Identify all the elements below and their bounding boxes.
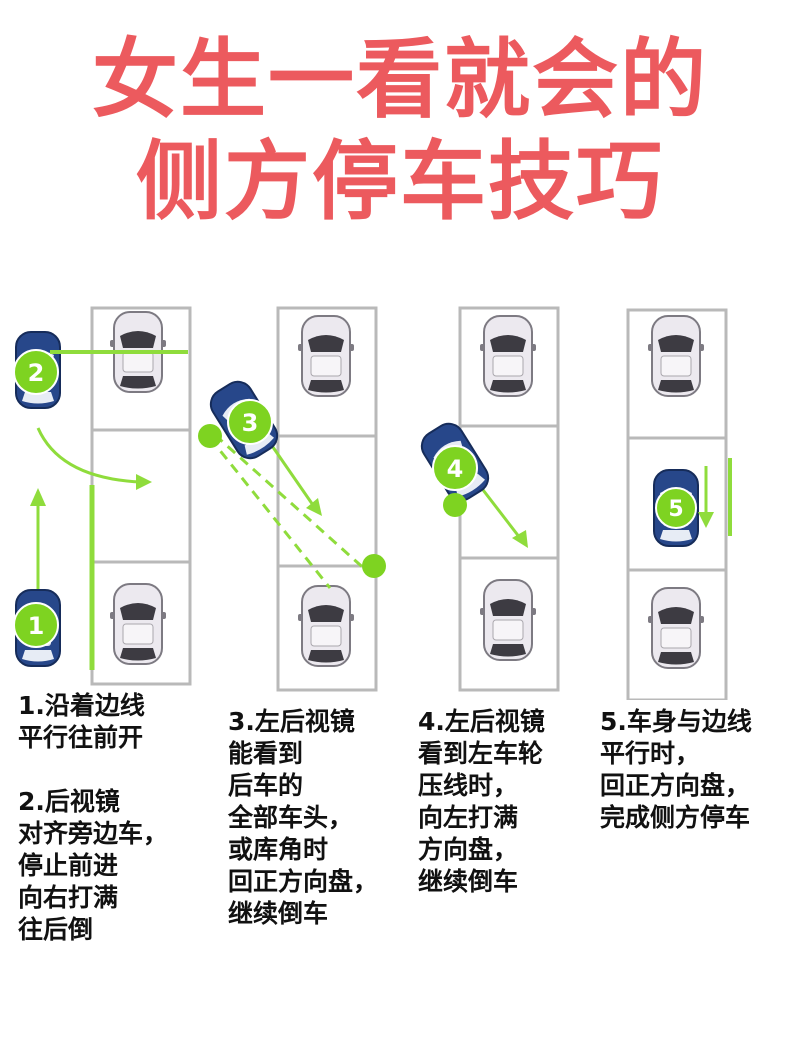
step-text-line: 平行时， bbox=[600, 739, 701, 768]
arrow-icon bbox=[512, 530, 528, 548]
arrow-icon bbox=[266, 439, 317, 509]
step-1-2-text: 1.沿着边线平行往前开 2.后视镜对齐旁边车， 停止前进向右打满往后倒 bbox=[18, 690, 168, 946]
step-text-line: 继续倒车 bbox=[228, 899, 329, 928]
arrow-icon bbox=[478, 485, 522, 539]
step-text-line: 对齐旁边车， bbox=[18, 819, 169, 848]
svg-text:5: 5 bbox=[668, 497, 683, 522]
arrow-icon bbox=[698, 512, 714, 528]
step-text-line: 回正方向盘， bbox=[600, 771, 751, 800]
step-text-line bbox=[18, 754, 168, 786]
step-marker-5: 5 bbox=[655, 487, 697, 529]
step-text-line: 或库角时 bbox=[228, 835, 329, 864]
step-text-line: 平行往前开 bbox=[18, 723, 144, 752]
parked-car-icon bbox=[647, 587, 705, 669]
arrow-icon bbox=[30, 488, 46, 506]
step-text-line: 完成侧方停车 bbox=[600, 803, 751, 832]
step-text-line: 停止前进 bbox=[18, 851, 119, 880]
parked-car-icon bbox=[297, 585, 355, 667]
step-text-line: 往后倒 bbox=[18, 915, 94, 944]
step-marker-4: 4 bbox=[432, 445, 478, 491]
step-marker-3: 3 bbox=[227, 399, 273, 445]
page-title-line1: 女生一看就会的 bbox=[92, 30, 708, 130]
step-text-line: 能看到 bbox=[228, 739, 304, 768]
step-text-line: 向右打满 bbox=[18, 883, 119, 912]
parked-car-icon bbox=[479, 315, 537, 397]
step-4-text: 4.左后视镜看到左车轮压线时， 向左打满方向盘， 继续倒车 bbox=[418, 706, 545, 898]
corner-point-icon bbox=[362, 554, 386, 578]
parked-car-icon bbox=[479, 579, 537, 661]
step-text-line: 向左打满 bbox=[418, 803, 519, 832]
step-text-line: 3.左后视镜 bbox=[228, 707, 355, 736]
step-text-line: 后车的 bbox=[228, 771, 304, 800]
step-text-line: 2.后视镜 bbox=[18, 787, 120, 816]
step-text-line: 4.左后视镜 bbox=[418, 707, 545, 736]
step-marker-2: 2 bbox=[13, 349, 59, 395]
step-5-text: 5.车身与边线平行时， 回正方向盘， 完成侧方停车 bbox=[600, 706, 752, 834]
arrow-icon bbox=[306, 498, 322, 516]
mirror-point-icon bbox=[198, 424, 222, 448]
svg-text:3: 3 bbox=[242, 409, 259, 437]
svg-text:4: 4 bbox=[447, 455, 464, 483]
step-text-line: 全部车头， bbox=[228, 803, 354, 832]
step-text-line: 回正方向盘， bbox=[228, 867, 379, 896]
step-text-line: 继续倒车 bbox=[418, 867, 519, 896]
svg-text:1: 1 bbox=[28, 612, 45, 640]
step-text-line: 看到左车轮 bbox=[418, 739, 544, 768]
parked-car-icon bbox=[297, 315, 355, 397]
arrow-icon bbox=[36, 427, 141, 484]
step-text-line: 1.沿着边线 bbox=[18, 691, 145, 720]
sight-line bbox=[208, 433, 370, 589]
wheel-point-icon bbox=[443, 493, 467, 517]
parking-diagram: 2 1 3 4 5 bbox=[13, 306, 732, 700]
parked-car-icon bbox=[109, 583, 167, 665]
svg-text:2: 2 bbox=[28, 359, 45, 387]
step-marker-1: 1 bbox=[13, 602, 59, 648]
step-text-line: 5.车身与边线 bbox=[600, 707, 752, 736]
step-text-line: 方向盘， bbox=[418, 835, 519, 864]
step-3-text: 3.左后视镜能看到后车的全部车头， 或库角时回正方向盘， 继续倒车 bbox=[228, 706, 378, 930]
step-text-line: 压线时， bbox=[418, 771, 519, 800]
panel-step-5 bbox=[626, 308, 728, 700]
arrow-icon bbox=[136, 474, 152, 490]
page-title-line2: 侧方停车技巧 bbox=[136, 132, 664, 232]
parked-car-icon bbox=[647, 315, 705, 397]
